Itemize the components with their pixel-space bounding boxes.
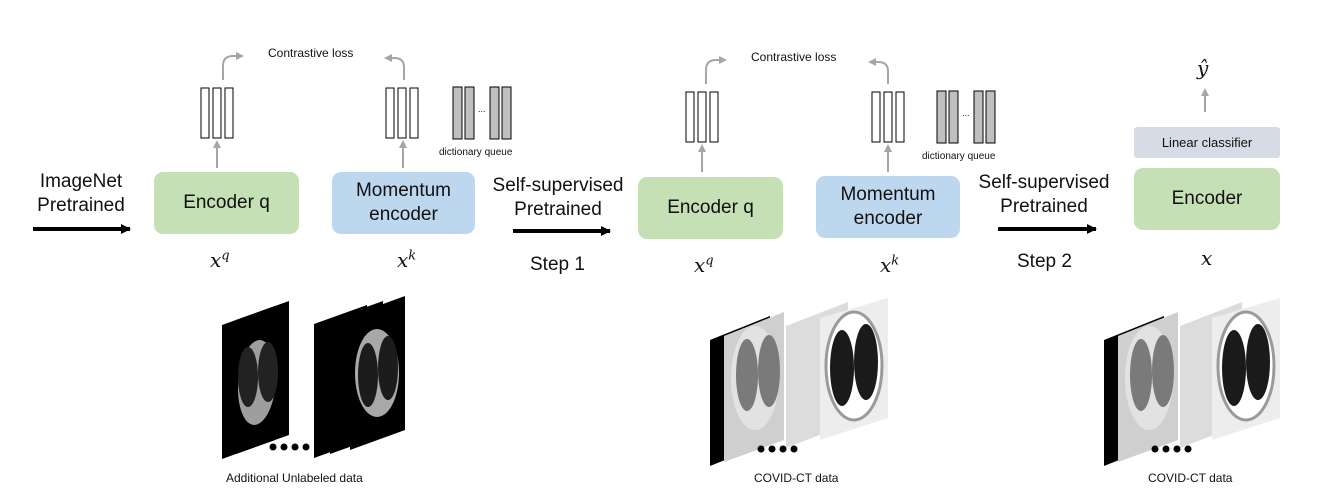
stage1-dictionary-queue: dictionary queue [439, 147, 513, 158]
stage2-xk: xk [880, 253, 900, 277]
stage1-contrastive-loss: Contrastive loss [268, 46, 354, 60]
stage2-dictionary-queue: dictionary queue [922, 151, 996, 162]
ct-slice-stack-icon [710, 298, 888, 466]
stage1-data-caption: Additional Unlabeled data [226, 471, 363, 485]
imagenet-label-line1: ImageNet [39, 171, 123, 192]
stage3-encoder: Encoder [1134, 168, 1280, 230]
stage2-queue-vectors [936, 90, 996, 144]
stage3-data-caption: COVID-CT data [1148, 471, 1233, 485]
stage1-xq: xq [210, 248, 230, 272]
self-supervised-step2-label: Self-supervised Pretrained [978, 172, 1110, 217]
prediction-yhat: ŷ [1197, 56, 1209, 80]
linear-classifier-label: Linear classifier [1161, 134, 1253, 150]
stage1-key-vectors [385, 87, 419, 139]
ct-slice-stack-icon [222, 296, 405, 459]
stage2-momentum-encoder: Momentum encoder [816, 176, 960, 238]
stage1-query-vectors [200, 87, 234, 139]
stage3-x: x [1201, 246, 1213, 270]
stage2-xq: xq [694, 253, 714, 277]
stage2-encoder-q-label: Encoder q [667, 197, 754, 218]
step1-label: Step 1 [530, 254, 585, 275]
stage2-encoder-q: Encoder q [638, 177, 783, 239]
imagenet-label: ImageNet Pretrained [22, 170, 140, 218]
ct-slice-stack-icon [1104, 298, 1280, 466]
stage2-momentum-line2: encoder [853, 208, 923, 229]
stage2-data-caption: COVID-CT data [754, 471, 839, 485]
stage1-momentum-line2: encoder [369, 204, 438, 225]
stage2-contrastive-loss: Contrastive loss [751, 50, 837, 64]
linear-classifier: Linear classifier [1134, 127, 1280, 158]
stage1-queue-vectors [452, 86, 512, 140]
stage2-momentum-line1: Momentum [840, 184, 936, 205]
stage1-momentum-line1: Momentum [355, 180, 452, 201]
stage1-queue-ellipsis: ... [478, 104, 486, 114]
stage1-encoder-q: Encoder q [154, 172, 299, 234]
stage2-queue-ellipsis: ... [962, 108, 970, 118]
self-supervised-step1-label: Self-supervised Pretrained [492, 175, 624, 220]
stage2-key-vectors [871, 91, 905, 143]
step2-label: Step 2 [1017, 251, 1072, 272]
stage1-xk: xk [397, 248, 417, 272]
stage3-encoder-label: Encoder [1171, 188, 1243, 209]
imagenet-label-line2: Pretrained [37, 195, 125, 216]
stage2-query-vectors [685, 91, 719, 143]
stage1-momentum-encoder: Momentum encoder [332, 172, 475, 234]
stage1-encoder-q-label: Encoder q [183, 192, 270, 213]
